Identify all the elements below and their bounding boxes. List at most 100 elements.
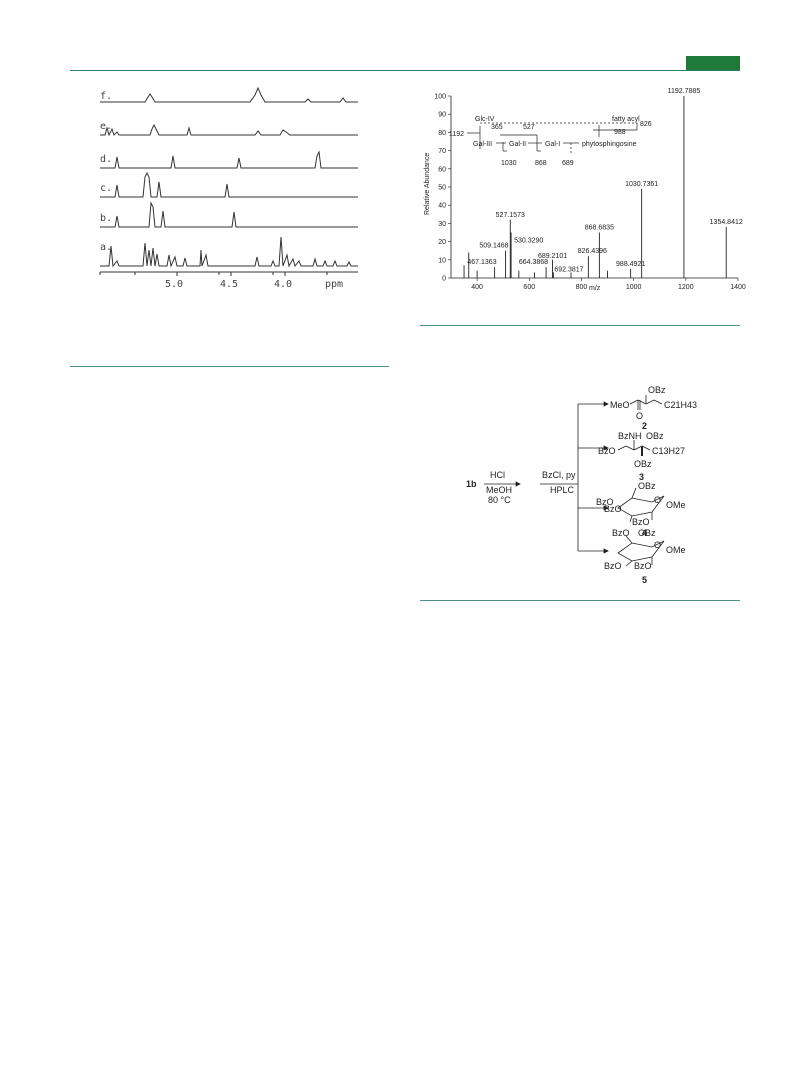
p2-obz: OBz	[648, 385, 666, 395]
p4-bzo3: BzO	[632, 517, 650, 527]
ms-ytick-label: 20	[438, 239, 446, 246]
right-divider-bottom	[420, 600, 740, 601]
p3-bzo: BzO	[598, 446, 616, 456]
reaction-scheme: 1b HCl MeOH 80 °C BzCl, py HPLC OBz MeO …	[466, 385, 697, 585]
frag-689: 689	[562, 160, 574, 167]
ms-xtick-label: 1200	[678, 284, 694, 291]
ms-xtick-label: 800	[576, 284, 588, 291]
p3-number: 3	[639, 472, 644, 482]
mass-spectrum-chart: Relative Abundance m/z Glc-IV fatty acyl…	[424, 88, 746, 292]
frag-gal1: Gal-I	[545, 141, 560, 148]
ms-ytick-label: 90	[438, 112, 446, 119]
ms-peak-label: 527.1573	[496, 212, 525, 219]
ms-peak-label: 1192.7885	[668, 88, 701, 95]
ms-peak-label: 692.3817	[554, 267, 583, 274]
ms-peak-label: 530.3290	[514, 238, 543, 245]
p4-bzo1: BzO	[596, 497, 614, 507]
ms-peak-label: 868.6835	[585, 225, 614, 232]
reagent-temp: 80 °C	[488, 495, 511, 505]
ms-peak-label: 509.1468	[479, 243, 508, 250]
scheme-start: 1b	[466, 479, 477, 489]
nmr-label-e: e.	[100, 121, 112, 132]
ms-ytick-label: 60	[438, 166, 446, 173]
ms-ytick-label: 50	[438, 185, 446, 192]
p4-number: 4	[642, 528, 647, 538]
nmr-label-f: f.	[100, 91, 112, 102]
p2-chain: C21H43	[664, 400, 697, 410]
p3-bottom-obz: OBz	[634, 459, 652, 469]
nmr-label-d: d.	[100, 154, 112, 165]
ms-peak-label: 826.4396	[578, 248, 607, 255]
p2-number: 2	[642, 421, 647, 431]
ms-peak-label: 664.3868	[519, 259, 548, 266]
ms-peak-label: 988.4921	[616, 261, 645, 268]
nmr-unit-ppm: ppm	[325, 279, 343, 290]
ms-xtick-label: 1400	[730, 284, 746, 291]
ms-xtick-label: 1000	[626, 284, 642, 291]
frag-868: 868	[535, 160, 547, 167]
nmr-trace-c	[100, 171, 358, 198]
p5-obz: OBz	[638, 528, 656, 538]
frag-1192: 1192	[449, 131, 464, 138]
p5-ome: OMe	[666, 545, 686, 555]
ms-xlabel: m/z	[589, 285, 601, 292]
nmr-tick-4-5: 4.5	[220, 279, 238, 290]
p5-bzo3: BzO	[634, 561, 652, 571]
reagent-meoh: MeOH	[486, 485, 512, 495]
p3-chain: C13H27	[652, 446, 685, 456]
ms-ytick-label: 10	[438, 257, 446, 264]
nmr-tick-5-0: 5.0	[165, 279, 183, 290]
p5-number: 5	[642, 575, 647, 585]
nmr-label-a: a.	[100, 242, 112, 253]
p5-bzo0: BzO	[612, 528, 630, 538]
ms-peak-label: 1030.7361	[625, 181, 658, 188]
reagent-hcl: HCl	[490, 470, 505, 480]
right-divider-top	[420, 325, 740, 326]
nmr-trace-e	[100, 123, 358, 137]
frag-glc: Glc-IV	[475, 116, 495, 123]
nmr-trace-b	[100, 201, 358, 228]
nmr-tick-4-0: 4.0	[274, 279, 292, 290]
nmr-trace-a	[100, 236, 358, 268]
ms-ytick-label: 30	[438, 221, 446, 228]
p3-obz: OBz	[646, 431, 664, 441]
frag-gal2: Gal-II	[509, 141, 526, 148]
ms-ylabel: Relative Abundance	[424, 153, 431, 215]
reagent-hplc: HPLC	[550, 485, 575, 495]
header-rule	[70, 70, 740, 71]
p2-o: O	[636, 411, 643, 421]
reagent-bzcl: BzCl, py	[542, 470, 576, 480]
p2-meo: MeO	[610, 400, 630, 410]
p5-bzo1: BzO	[604, 561, 622, 571]
ms-peak-label: 689.2101	[538, 253, 567, 260]
ms-peak-label: 467.1363	[467, 259, 496, 266]
nmr-trace-d	[100, 150, 358, 169]
ms-ytick-label: 70	[438, 148, 446, 155]
nmr-figure: f. e. d. c. b. a. 5.0 4.5 4.0 ppm	[99, 86, 358, 290]
ms-xtick-label: 600	[523, 284, 535, 291]
frag-phyto: phytosphingosine	[582, 141, 637, 148]
frag-fatty: fatty acyl	[612, 116, 640, 123]
ms-peak-label: 1354.8412	[710, 219, 743, 226]
p4-ring-o: O	[654, 495, 661, 505]
frag-988: 988	[614, 129, 626, 136]
nmr-label-b: b.	[100, 213, 112, 224]
journal-accent-block	[686, 56, 740, 70]
p4-ome: OMe	[666, 500, 686, 510]
nmr-label-c: c.	[100, 183, 112, 194]
ms-ytick-label: 0	[442, 276, 446, 283]
p4-obz: OBz	[638, 481, 656, 491]
frag-gal3: Gal-III	[473, 141, 492, 148]
frag-527: 527	[523, 124, 535, 131]
frag-365: 365	[491, 124, 503, 131]
ms-xtick-label: 400	[471, 284, 483, 291]
frag-1030: 1030	[501, 160, 517, 167]
ms-ytick-label: 100	[434, 94, 446, 101]
p3-bznh: BzNH	[618, 431, 642, 441]
nmr-trace-f	[100, 86, 358, 103]
ms-ytick-label: 40	[438, 203, 446, 210]
left-divider	[70, 366, 389, 367]
frag-826: 826	[640, 121, 652, 128]
ms-ytick-label: 80	[438, 130, 446, 137]
p5-ring-o: O	[654, 540, 661, 550]
